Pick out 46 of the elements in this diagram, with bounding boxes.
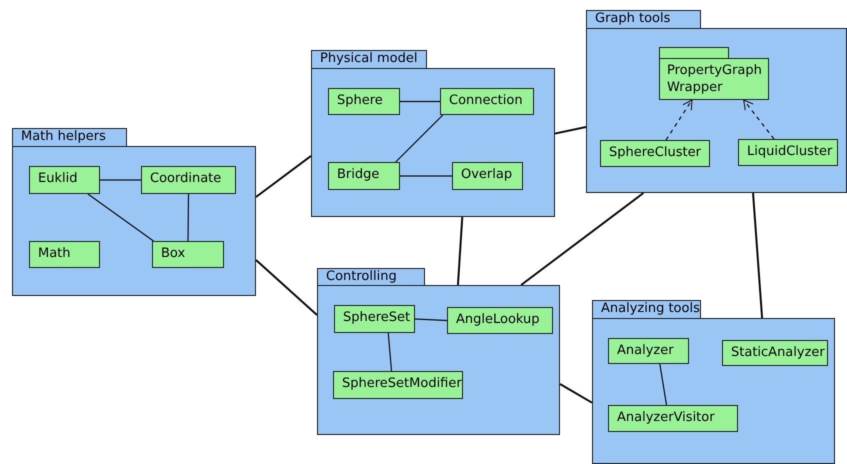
class-box: AnalyzerVisitor	[608, 405, 738, 432]
class-box: AngleLookup	[447, 307, 553, 334]
class-box: Box	[152, 241, 224, 268]
connector-line	[400, 175, 452, 177]
class-box: SphereSet	[334, 305, 415, 333]
class-box: Euklid	[29, 166, 100, 194]
package-folder	[317, 268, 560, 435]
package-folder	[311, 50, 555, 217]
connector-line	[400, 100, 440, 102]
class-box: LiquidCluster	[738, 139, 838, 166]
package-title: Controlling	[326, 269, 397, 284]
package-folder	[586, 10, 847, 193]
connector-line	[520, 192, 644, 286]
connector-line	[187, 194, 190, 241]
package-folder	[12, 128, 256, 296]
package-folder	[659, 47, 769, 100]
class-box: Bridge	[328, 162, 400, 190]
connector-line	[659, 364, 668, 406]
package-title: Math helpers	[21, 129, 106, 144]
connector-line	[752, 192, 764, 318]
package-title: Analyzing tools	[601, 301, 700, 316]
connector-line	[255, 155, 312, 198]
class-box: StaticAnalyzer	[722, 340, 828, 366]
class-box: Analyzer	[608, 338, 689, 364]
connector-line	[88, 194, 154, 242]
class-box: Coordinate	[141, 166, 236, 194]
connector-line	[414, 318, 448, 322]
package-folder	[592, 300, 835, 464]
class-box: SphereCluster	[600, 140, 710, 167]
connector-line	[255, 259, 318, 316]
dependency-arrow	[743, 100, 774, 140]
connector-line	[395, 114, 444, 162]
dependency-arrow	[666, 100, 692, 140]
connector-line	[560, 383, 592, 404]
package-title: Physical model	[320, 51, 418, 66]
package-label: PropertyGraph Wrapper	[667, 63, 762, 95]
connector-line	[388, 332, 392, 372]
class-box: Sphere	[328, 88, 400, 115]
connector-line	[456, 216, 464, 286]
class-box: Math	[29, 241, 100, 268]
connector-line	[554, 126, 586, 135]
class-box: Overlap	[452, 162, 523, 190]
connector-line	[100, 179, 141, 181]
class-box: SphereSetModifier	[333, 371, 463, 399]
package-title: Graph tools	[595, 11, 670, 26]
class-box: Connection	[440, 88, 534, 115]
